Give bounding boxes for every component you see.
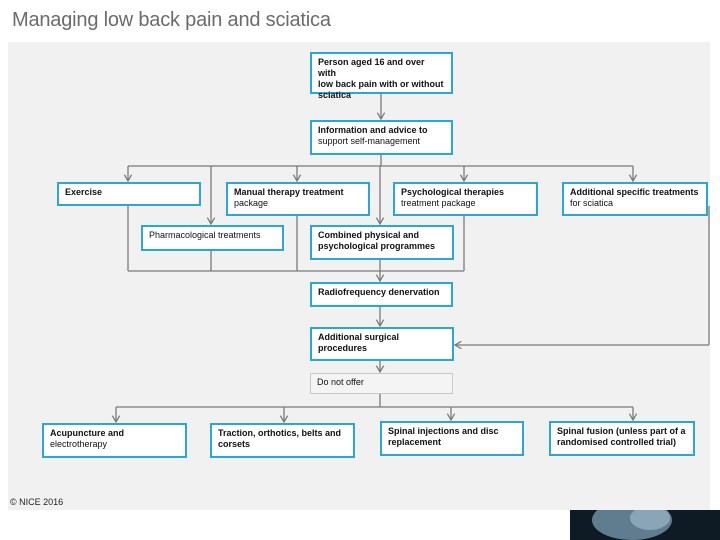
node-radiofrequency: Radiofrequency denervation <box>310 282 453 307</box>
node-person: Person aged 16 and over with low back pa… <box>310 52 453 100</box>
node-psychological: Psychological therapies treatment packag… <box>393 182 538 216</box>
node-pharmacological: Pharmacological treatments <box>141 225 284 251</box>
node-combined: Combined physical and psychological prog… <box>310 225 454 260</box>
node-exercise: Exercise <box>57 182 201 206</box>
node-spinal-fusion: Spinal fusion (unless part of a randomis… <box>549 421 695 456</box>
node-additional-specific: Additional specific treatments for sciat… <box>562 182 708 216</box>
node-do-not-offer: Do not offer <box>310 373 453 394</box>
decorative-image <box>570 510 720 540</box>
node-surgical: Additional surgical procedures <box>310 327 454 361</box>
page-title: Managing low back pain and sciatica <box>12 9 331 31</box>
copyright-text: © NICE 2016 <box>10 497 64 507</box>
node-traction: Traction, orthotics, belts and corsets <box>210 423 355 458</box>
node-information: Information and advice to support self-m… <box>310 120 453 155</box>
node-manual-therapy: Manual therapy treatment package <box>226 182 370 216</box>
node-acupuncture: Acupuncture and electrotherapy <box>42 423 187 458</box>
node-spinal-injections: Spinal injections and disc replacement <box>380 421 524 456</box>
